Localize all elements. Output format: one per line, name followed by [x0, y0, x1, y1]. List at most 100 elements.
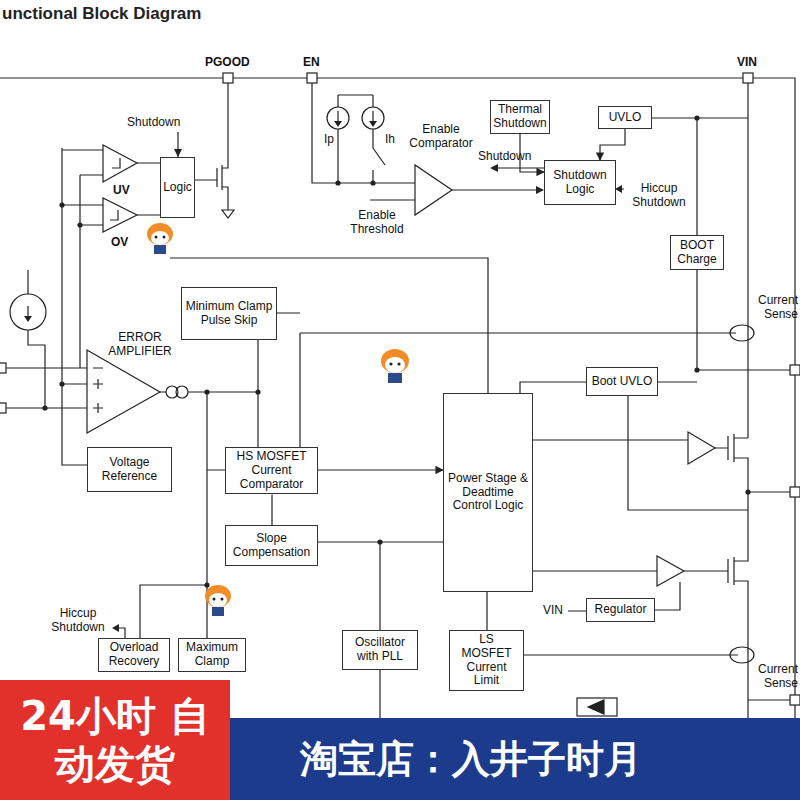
mascot-sticker [213, 598, 216, 601]
component-symbols [790, 695, 800, 705]
signal-name: Hiccup Shutdown [626, 182, 692, 210]
component-symbols [93, 368, 103, 413]
block-box: Thermal Shutdown [490, 100, 550, 134]
mascot-sticker [221, 598, 224, 601]
signal-name: Shutdown [478, 150, 531, 164]
block-label: BOOT Charge [674, 239, 720, 267]
signal-connector [257, 340, 258, 447]
wire [6, 270, 87, 408]
comparator-name: OV [111, 236, 128, 250]
component-symbols [730, 325, 754, 341]
junction-dots [59, 202, 64, 207]
mascot-sticker [381, 349, 409, 373]
mascot-sticker [385, 357, 405, 373]
mascot-sticker [389, 362, 392, 365]
mascot-sticker [205, 585, 231, 616]
signal-connector [271, 494, 272, 525]
block-label: Boot UVLO [592, 375, 653, 389]
component-symbols [223, 73, 233, 83]
block-box: Oscillator with PLL [342, 630, 418, 670]
block-label: Overload Recovery [102, 641, 166, 669]
component-symbols [0, 73, 800, 716]
mascot-sticker [388, 373, 402, 383]
component-symbols [0, 363, 6, 373]
arrowheads [334, 121, 377, 127]
arrowheads [615, 185, 622, 193]
block-box: Voltage Reference [87, 447, 172, 492]
wire [533, 492, 790, 718]
block-box: HS MOSFET Current Comparator [225, 447, 318, 494]
junction-dots [42, 115, 750, 587]
block-box: Maximum Clamp [178, 638, 246, 672]
junction-dots [745, 489, 750, 494]
junction-dots [204, 582, 209, 587]
arrowheads [174, 149, 182, 157]
shop-badge: 24小时 自动发货 [0, 680, 230, 800]
component-symbols [790, 487, 800, 497]
component-symbols [743, 73, 753, 83]
mascot-sticker [147, 223, 173, 245]
junction-dots [335, 180, 340, 185]
block-label: Voltage Reference [91, 456, 168, 484]
mascot-sticker [154, 245, 166, 254]
mascot-sticker [147, 223, 173, 254]
pin-name: PGOOD [205, 56, 250, 70]
wire [0, 78, 795, 718]
block-label: Shutdown Logic [548, 169, 612, 197]
arrowheads [490, 164, 498, 172]
block-box: Regulator [586, 598, 655, 622]
mascot-sticker [163, 236, 166, 239]
pin-name: EN [303, 56, 320, 70]
wire [140, 392, 258, 638]
block-label: Maximum Clamp [182, 641, 242, 669]
mascot-sticker [381, 349, 409, 383]
block-box: UVLO [598, 106, 652, 129]
component-symbols [307, 73, 317, 83]
amplifier-name: ERROR AMPLIFIER [100, 331, 180, 359]
block-label: Oscillator with PLL [346, 636, 414, 664]
block-box: Slope Compensation [225, 525, 318, 566]
signal-name: Enable Threshold [345, 209, 409, 237]
comparator-name: UV [113, 184, 130, 198]
arrowheads [24, 121, 622, 632]
junction-dots [694, 367, 699, 372]
comparator-name: Enable Comparator [402, 123, 480, 151]
arrowheads [112, 624, 119, 632]
block-box: BOOT Charge [670, 235, 724, 270]
block-box: Overload Recovery [98, 638, 170, 672]
component-symbols [10, 294, 46, 330]
component-symbols [657, 556, 734, 586]
arrowheads [536, 186, 544, 194]
component-symbols [790, 365, 800, 375]
current-source-name: Ip [324, 133, 334, 147]
wire [170, 258, 488, 393]
signal-connector [380, 542, 443, 630]
block-label: Regulator [594, 603, 646, 617]
component-symbols [588, 700, 604, 714]
signal-connector [318, 469, 443, 470]
component-symbols [688, 432, 734, 464]
component-symbols [0, 403, 6, 413]
block-box: Power Stage & Deadtime Control Logic [443, 393, 533, 592]
pin-name: VIN [543, 604, 563, 618]
signal-connector [600, 129, 625, 160]
sensor-name: Current Sense [744, 663, 798, 691]
block-label: Slope Compensation [229, 532, 314, 560]
signal-name: Hiccup Shutdown [44, 607, 112, 635]
block-label: LS MOSFET Current Limit [453, 633, 520, 688]
component-symbols [87, 350, 160, 433]
signal-name: Shutdown [127, 116, 180, 130]
block-box: Shutdown Logic [544, 160, 616, 205]
mascot-sticker [205, 585, 231, 607]
junction-dots [694, 115, 699, 120]
junction-dots [204, 389, 209, 394]
component-symbols [577, 698, 617, 716]
block-box: Boot UVLO [586, 367, 658, 396]
block-label: Thermal Shutdown [493, 103, 546, 131]
component-symbols [415, 165, 452, 215]
block-label: Power Stage & Deadtime Control Logic [447, 472, 529, 513]
component-symbols [103, 145, 137, 232]
junction-dots [59, 381, 64, 386]
current-source-name: Ih [385, 133, 395, 147]
